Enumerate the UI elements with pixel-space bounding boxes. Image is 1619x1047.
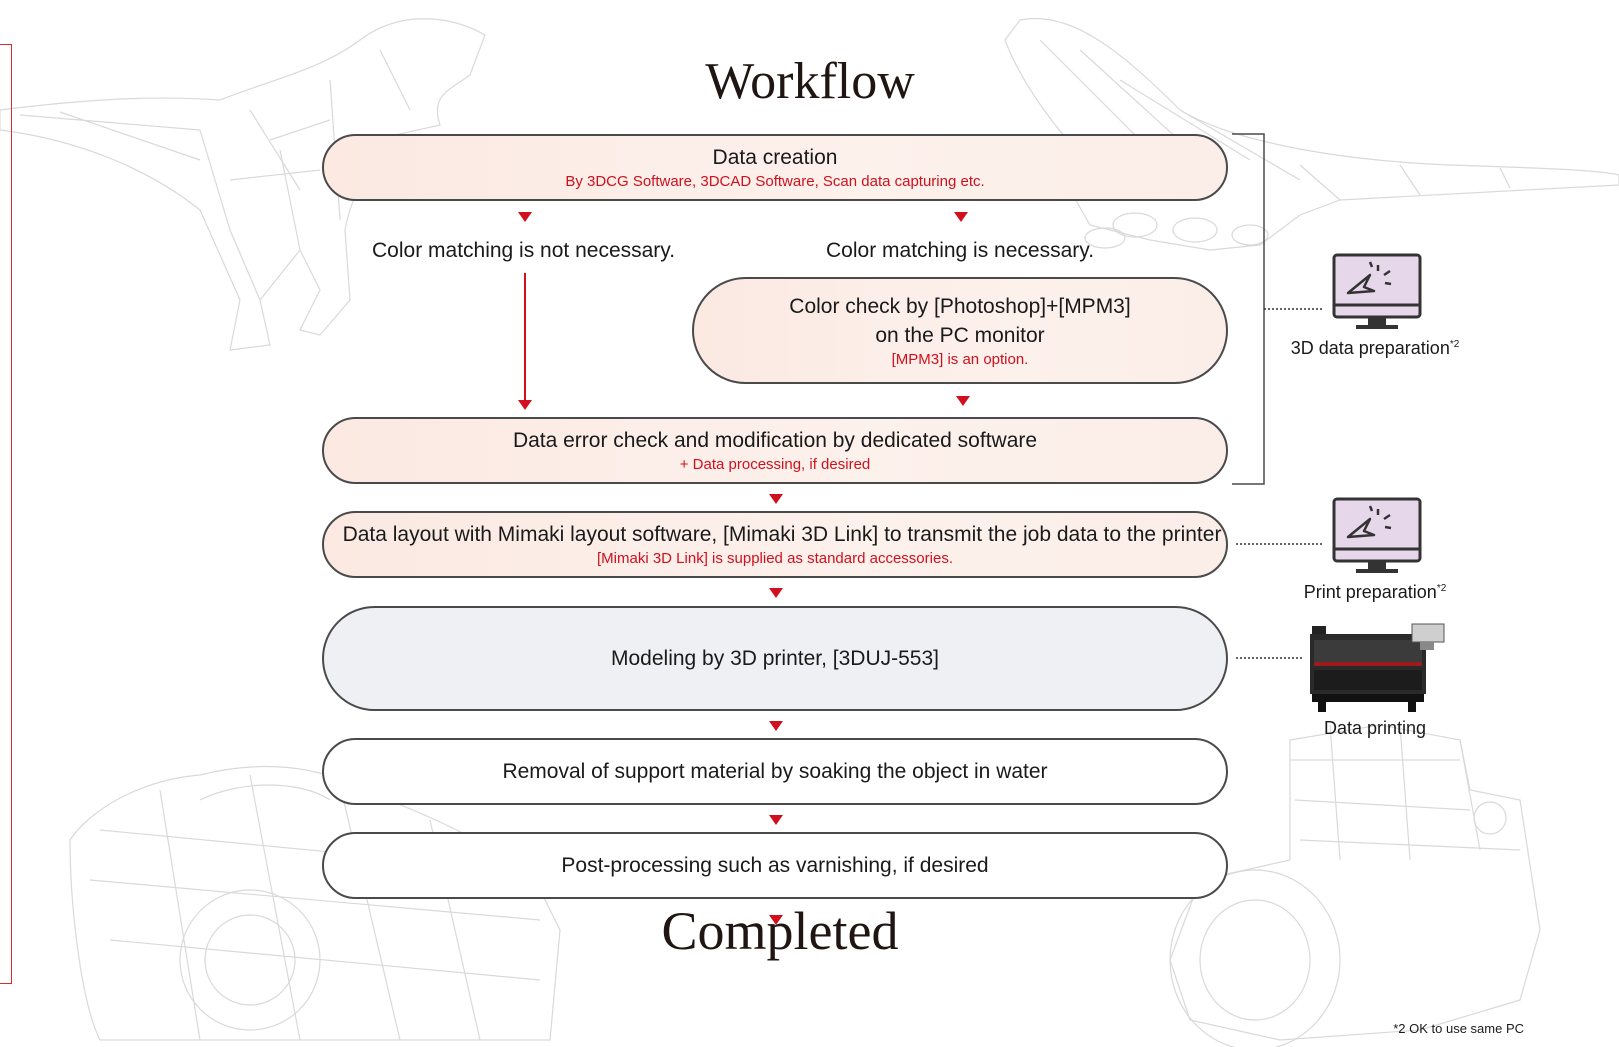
left-edge-red-bracket — [0, 44, 12, 984]
arrow-down-icon — [956, 396, 970, 406]
arrow-down-icon — [769, 494, 783, 504]
branch-label-left: Color matching is not necessary. — [372, 239, 676, 262]
step-sub-text: + Data processing, if desired — [679, 456, 871, 473]
step-sub-text: By 3DCG Software, 3DCAD Software, Scan d… — [565, 173, 985, 190]
completed-title: Completed — [661, 901, 899, 961]
arrow-down-icon — [769, 815, 783, 825]
step-data-creation: Data creation By 3DCG Software, 3DCAD So… — [322, 134, 1228, 201]
step-main-text: Post-processing such as varnishing, if d… — [561, 854, 989, 877]
footnote: *2 OK to use same PC — [1393, 1021, 1524, 1036]
step-main-text: Removal of support material by soaking t… — [502, 760, 1048, 783]
side-label-data-printing: Data printing — [1323, 718, 1427, 738]
arrow-down-icon — [518, 400, 532, 410]
footnote-mark: *2 — [1449, 339, 1460, 350]
3d-printer-image — [1310, 623, 1445, 712]
arrow-down-icon — [518, 212, 532, 222]
step-modeling: Modeling by 3D printer, [3DUJ-553] — [322, 606, 1228, 711]
side-label-text: 3D data preparation — [1290, 338, 1450, 358]
footnote-mark: *2 — [1436, 583, 1447, 594]
step-color-check: Color check by [Photoshop]+[MPM3] on the… — [692, 277, 1228, 384]
step-main-text: on the PC monitor — [875, 323, 1045, 347]
arrow-down-icon — [769, 721, 783, 731]
step-data-layout: Data layout with Mimaki layout software,… — [322, 511, 1228, 578]
step-main-text: Color check by [Photoshop]+[MPM3] — [789, 294, 1131, 318]
side-label-3d-data-preparation: 3D data preparation*2 — [1280, 338, 1470, 359]
side-label-print-preparation: Print preparation*2 — [1280, 582, 1470, 603]
workflow-title: Workflow — [705, 53, 915, 110]
monitor-cursor-icon — [1332, 253, 1422, 329]
step-sub-text: [Mimaki 3D Link] is supplied as standard… — [597, 550, 953, 567]
step-main-text: Data creation — [712, 146, 838, 169]
step-sub-text: [MPM3] is an option. — [891, 350, 1029, 368]
branch-label-right: Color matching is necessary. — [826, 239, 1095, 262]
arrow-down-icon — [954, 212, 968, 222]
monitor-cursor-icon — [1332, 497, 1422, 573]
prep-bracket — [1232, 133, 1265, 485]
step-error-check: Data error check and modification by ded… — [322, 417, 1228, 484]
arrow-down-icon — [769, 588, 783, 598]
side-label-text: Print preparation — [1303, 582, 1437, 602]
step-support-removal: Removal of support material by soaking t… — [322, 738, 1228, 805]
arrow-down-icon — [769, 915, 783, 925]
step-main-text: Data layout with Mimaki layout software,… — [342, 523, 1222, 546]
step-post-processing: Post-processing such as varnishing, if d… — [322, 832, 1228, 899]
step-main-text: Modeling by 3D printer, [3DUJ-553] — [611, 647, 939, 670]
step-main-text: Data error check and modification by ded… — [512, 429, 1038, 452]
